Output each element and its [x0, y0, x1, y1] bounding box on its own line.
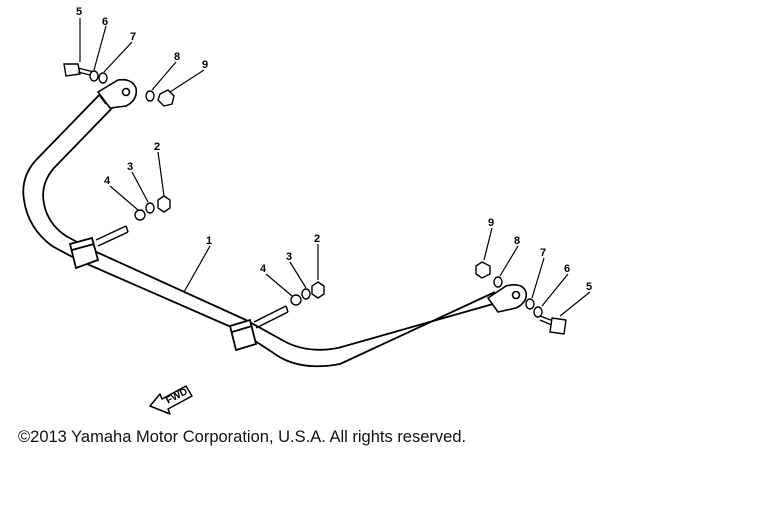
stabilizer-bar [22, 89, 501, 368]
callout-4-left: 4 [104, 175, 111, 187]
callout-2-center: 2 [314, 233, 320, 245]
callout-3-center: 3 [286, 251, 292, 263]
copyright-notice: ©2013 Yamaha Motor Corporation, U.S.A. A… [18, 428, 467, 446]
callout-5-top: 5 [76, 6, 82, 18]
callout-3-left: 3 [127, 161, 133, 173]
bar-bushing-left [68, 236, 100, 270]
callout-6-top: 6 [102, 16, 108, 28]
left-end-bracket [96, 78, 138, 109]
hex-nut [157, 195, 171, 213]
washer [145, 90, 155, 102]
callout-8-right: 8 [514, 235, 520, 247]
leader-lines [79, 18, 591, 317]
fwd-arrow-icon: FWD [149, 385, 193, 415]
callout-5-right: 5 [586, 281, 592, 293]
hardware-right [475, 261, 567, 335]
callout-7-top: 7 [130, 31, 136, 43]
callout-4-center: 4 [260, 263, 267, 275]
washer [89, 70, 99, 82]
callout-2-left: 2 [154, 141, 160, 153]
washer [493, 276, 503, 288]
hardware-middle-left [134, 195, 171, 221]
lock-washer [145, 202, 155, 214]
hardware-top-left [63, 63, 175, 107]
callout-9-top: 9 [202, 59, 208, 71]
hex-nut [311, 281, 325, 299]
callout-9-right: 9 [488, 217, 494, 229]
bolt-head [549, 317, 567, 335]
callout-6-right: 6 [564, 263, 570, 275]
callout-numbers: 5 6 7 8 9 2 3 4 1 2 3 4 9 8 7 6 5 [76, 6, 592, 293]
washer [98, 72, 108, 84]
right-end-bracket [486, 284, 528, 313]
bolt-head [63, 63, 81, 77]
callout-1-bar: 1 [206, 235, 212, 247]
stud-bolt-center [253, 305, 289, 329]
hex-nut [475, 261, 491, 279]
washer [525, 298, 535, 310]
washer [290, 294, 302, 306]
stud-bolt-left [95, 225, 129, 247]
hex-nut [157, 89, 175, 107]
bar-bushing-center [228, 318, 258, 352]
callout-8-top: 8 [174, 51, 180, 63]
hardware-middle-center [290, 281, 325, 306]
parts-diagram: 5 6 7 8 9 2 3 4 1 2 3 4 9 8 7 6 5 FWD [22, 6, 592, 415]
washer [533, 306, 543, 318]
callout-7-right: 7 [540, 247, 546, 259]
lock-washer [301, 288, 311, 300]
washer [134, 209, 146, 221]
